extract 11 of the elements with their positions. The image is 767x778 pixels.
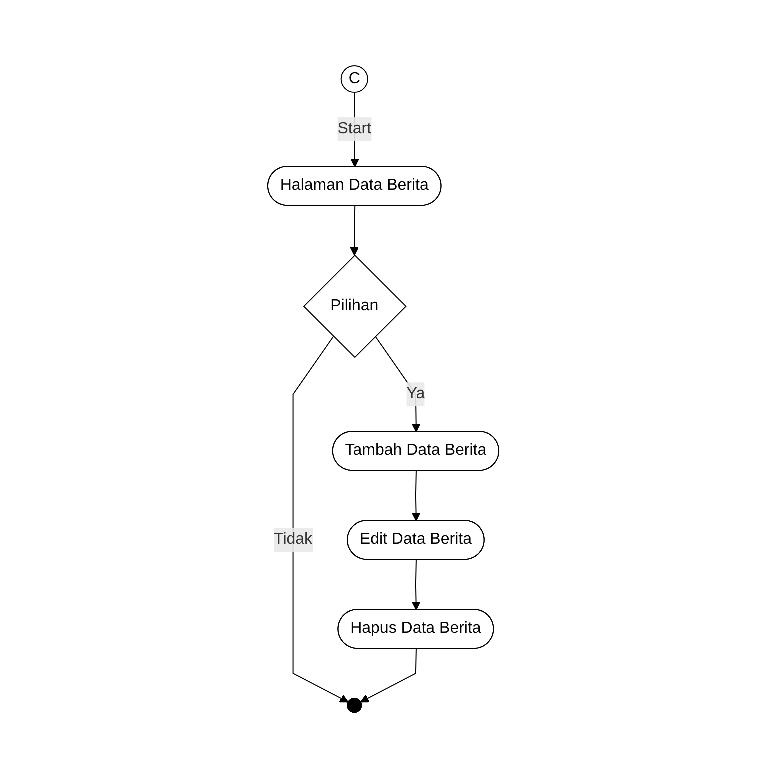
arrow xyxy=(360,648,417,702)
arrow xyxy=(350,205,359,256)
edge-label: Tidak xyxy=(274,530,313,548)
arrow xyxy=(375,336,421,432)
edge-label: Ya xyxy=(406,385,426,402)
arrow xyxy=(292,336,349,702)
arrow xyxy=(412,470,421,522)
edge-label: Start xyxy=(338,120,372,138)
node-diamond: Pilihan xyxy=(303,254,407,358)
node-circle: C xyxy=(340,65,368,93)
arrow xyxy=(412,559,421,610)
